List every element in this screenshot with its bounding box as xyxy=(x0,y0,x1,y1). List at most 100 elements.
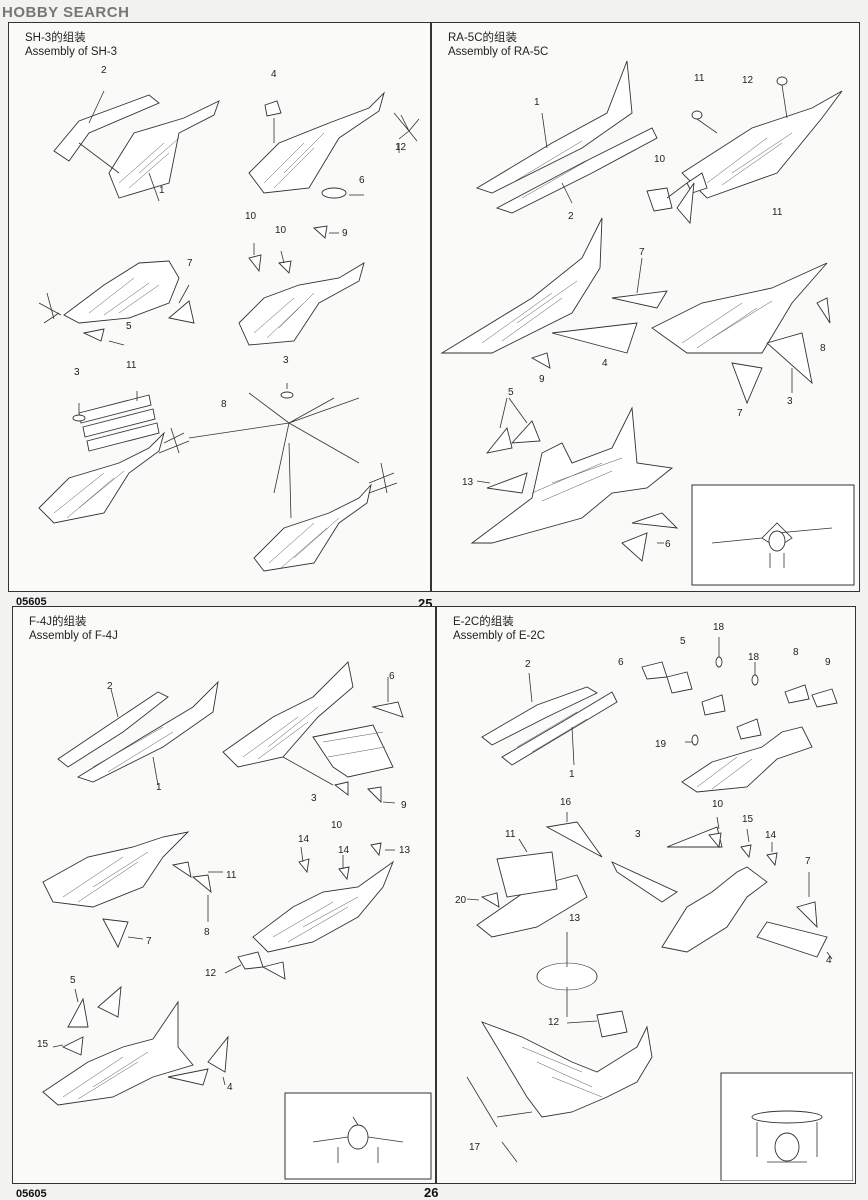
label: 6 xyxy=(665,539,671,550)
label: 3 xyxy=(283,355,289,366)
label: 3 xyxy=(311,793,317,804)
ra5c-step-5 xyxy=(470,397,679,562)
f4j-step-1 xyxy=(57,680,219,786)
label: 15 xyxy=(742,814,754,825)
panel-f4j-assembly: F-4J的组装 Assembly of F-4J xyxy=(12,606,436,1184)
f4j-step-5 xyxy=(42,985,229,1106)
f4j-step-4 xyxy=(224,842,395,980)
title-en: Assembly of RA-5C xyxy=(448,46,549,58)
label: 7 xyxy=(187,258,193,269)
label: 12 xyxy=(742,75,754,86)
label: 11 xyxy=(505,829,516,840)
label: 10 xyxy=(654,154,666,165)
f4j-step-3 xyxy=(42,831,223,949)
label: 12 xyxy=(205,968,217,979)
sh3-step-5 xyxy=(38,391,190,524)
e2c-inset-drawing xyxy=(751,1110,823,1163)
label: 3 xyxy=(74,367,80,378)
ra5c-inset-drawing xyxy=(711,522,833,568)
f4j-diagram: 2 1 6 3 10 9 11 8 7 14 14 13 12 5 15 4 xyxy=(37,661,432,1180)
sh3-step-3 xyxy=(38,260,195,346)
sh3-diagram: 2 1 4 12 6 7 5 10 10 9 3 11 8 3 xyxy=(38,65,420,572)
label: 1 xyxy=(156,782,162,793)
label: 4 xyxy=(227,1082,233,1093)
title-cn: E-2C的组装 xyxy=(453,616,514,628)
e2c-step-2 xyxy=(641,637,838,793)
ra5c-step-1 xyxy=(475,60,658,214)
label: 10 xyxy=(275,225,287,236)
label: 6 xyxy=(359,175,365,186)
panel-title: RA-5C的组装 Assembly of RA-5C xyxy=(448,31,548,59)
title-en: Assembly of SH-3 xyxy=(25,46,118,58)
label: 11 xyxy=(226,870,237,881)
label: 12 xyxy=(548,1017,560,1028)
ra5c-step-2 xyxy=(646,76,843,225)
label: 11 xyxy=(694,73,705,84)
label: 10 xyxy=(331,820,343,831)
label: 2 xyxy=(101,65,107,76)
ra5c-step-3 xyxy=(440,217,668,369)
e2c-diagram: 2 1 6 5 18 18 8 9 19 16 11 3 10 15 14 7 … xyxy=(455,622,853,1181)
label: 7 xyxy=(146,936,152,947)
e2c-step-5 xyxy=(466,1010,653,1163)
label: 9 xyxy=(342,228,348,239)
label: 18 xyxy=(748,652,760,663)
panel-title: F-4J的组装 Assembly of F-4J xyxy=(29,615,118,643)
panel-title: SH-3的组装 Assembly of SH-3 xyxy=(25,31,117,59)
label: 9 xyxy=(539,374,545,385)
label: 4 xyxy=(826,955,832,966)
label: 9 xyxy=(401,800,407,811)
title-cn: SH-3的组装 xyxy=(25,32,86,44)
label: 5 xyxy=(508,387,514,398)
label: 13 xyxy=(399,845,411,856)
label: 2 xyxy=(568,211,574,222)
label: 3 xyxy=(635,829,641,840)
e2c-step-4 xyxy=(611,816,833,960)
product-code-top: 05605 xyxy=(16,596,47,608)
label: 11 xyxy=(126,360,137,371)
label: 3 xyxy=(787,396,793,407)
label: 5 xyxy=(680,636,686,647)
label: 14 xyxy=(765,830,777,841)
label: 7 xyxy=(639,247,645,258)
label: 1 xyxy=(569,769,575,780)
label: 20 xyxy=(455,895,467,906)
label: 10 xyxy=(712,799,724,810)
label: 9 xyxy=(825,657,831,668)
e2c-step-3 xyxy=(466,812,603,1017)
title-cn: F-4J的组装 xyxy=(29,616,87,628)
title-en: Assembly of F-4J xyxy=(29,630,118,642)
label: 6 xyxy=(389,671,395,682)
label: 7 xyxy=(805,856,811,867)
label: 11 xyxy=(772,207,783,218)
label: 5 xyxy=(126,321,132,332)
label: 1 xyxy=(534,97,540,108)
label: 8 xyxy=(204,927,210,938)
label: 8 xyxy=(820,343,826,354)
label: 12 xyxy=(395,142,407,153)
sh3-step-2 xyxy=(248,91,420,199)
label: 5 xyxy=(70,975,76,986)
label: 1 xyxy=(159,185,165,196)
label: 18 xyxy=(713,622,725,633)
product-code-bottom: 05605 xyxy=(16,1188,47,1200)
label: 14 xyxy=(338,845,350,856)
panel-title: E-2C的组装 Assembly of E-2C xyxy=(453,615,545,643)
title-cn: RA-5C的组装 xyxy=(448,32,518,44)
e2c-inset-front-view xyxy=(720,1072,853,1181)
label: 16 xyxy=(560,797,572,808)
label: 15 xyxy=(37,1039,49,1050)
f4j-step-2 xyxy=(222,661,404,804)
panel-sh3-assembly: SH-3的组装 Assembly of SH-3 xyxy=(8,22,431,592)
ra5c-step-4 xyxy=(651,262,831,405)
label: 13 xyxy=(569,913,581,924)
label: 14 xyxy=(298,834,310,845)
label: 7 xyxy=(737,408,743,419)
label: 8 xyxy=(221,399,227,410)
label: 6 xyxy=(618,657,624,668)
f4j-inset-drawing xyxy=(312,1116,404,1163)
sh3-step-4 xyxy=(238,225,365,346)
label: 19 xyxy=(655,739,667,750)
panel-e2c-assembly: E-2C的组装 Assembly of E-2C xyxy=(436,606,856,1184)
ra5c-diagram: 1 2 10 11 12 11 7 4 9 8 3 7 5 13 6 xyxy=(440,60,855,586)
